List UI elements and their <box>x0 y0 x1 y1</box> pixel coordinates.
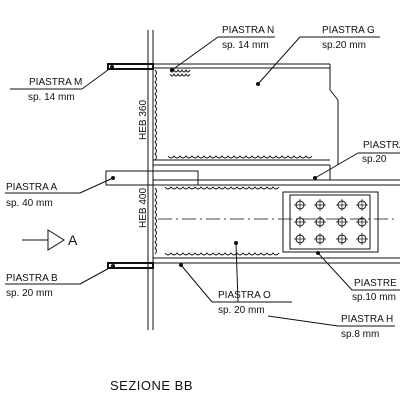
column-flange <box>147 30 154 330</box>
plates-h-upper-name: PIASTRE H <box>354 278 400 289</box>
weld-lower-vertical <box>154 187 157 255</box>
plate-m-thickness: sp. 14 mm <box>28 92 75 103</box>
plates-h-upper-thickness: sp.10 mm <box>352 292 396 303</box>
plate-a-thickness: sp. 40 mm <box>6 198 53 209</box>
plate-o-name: PIASTRA O <box>218 290 271 301</box>
plate-a-body <box>105 170 199 186</box>
leader-plate-a <box>5 177 114 194</box>
plate-right-thickness: sp.20 <box>362 154 387 165</box>
end-plate <box>282 191 379 253</box>
plate-b-name: PIASTRA B <box>6 273 58 284</box>
weld-heb400-top <box>164 186 280 190</box>
leader-plate-b <box>5 264 115 285</box>
heb400-label: HEB 400 <box>138 188 149 228</box>
leader-plate-h-lower <box>267 315 395 327</box>
plate-o-thickness: sp. 20 mm <box>218 305 265 316</box>
plate-b-thickness: sp. 20 mm <box>6 288 53 299</box>
weld-heb400-bottom <box>164 252 280 256</box>
leader-plate-g <box>256 36 380 86</box>
leader-plates-h-upper <box>316 251 400 291</box>
plate-a-name: PIASTRA A <box>6 182 57 193</box>
leader-plate-o <box>179 241 292 303</box>
plate-right-name: PIASTRA <box>363 140 400 151</box>
section-arrow-a <box>22 229 65 251</box>
weld-heb360-bottom <box>167 155 313 159</box>
plate-g-thickness: sp.20 mm <box>322 40 366 51</box>
plate-m-body <box>107 63 154 70</box>
heb360-label: HEB 360 <box>138 100 149 140</box>
weld-upper-vertical <box>154 69 157 161</box>
plate-n-thickness: sp. 14 mm <box>222 40 269 51</box>
leader-plate-n <box>170 36 275 72</box>
leader-plate-right <box>313 152 400 180</box>
section-mark-label: A <box>68 232 78 248</box>
bolt-group <box>294 199 368 245</box>
plate-m-name: PIASTRA M <box>29 77 82 88</box>
plate-b-body <box>107 262 154 269</box>
drawing-title: SEZIONE BB <box>110 378 193 393</box>
beam-heb400 <box>153 165 400 264</box>
plate-g-name: PIASTRA G <box>322 25 375 36</box>
beam-heb360 <box>153 63 339 166</box>
leader-plate-m <box>10 65 114 90</box>
plate-h-lower-thickness: sp.8 mm <box>341 329 379 340</box>
plate-h-lower-name: PIASTRA H <box>341 314 393 325</box>
plate-n-name: PIASTRA N <box>222 25 274 36</box>
